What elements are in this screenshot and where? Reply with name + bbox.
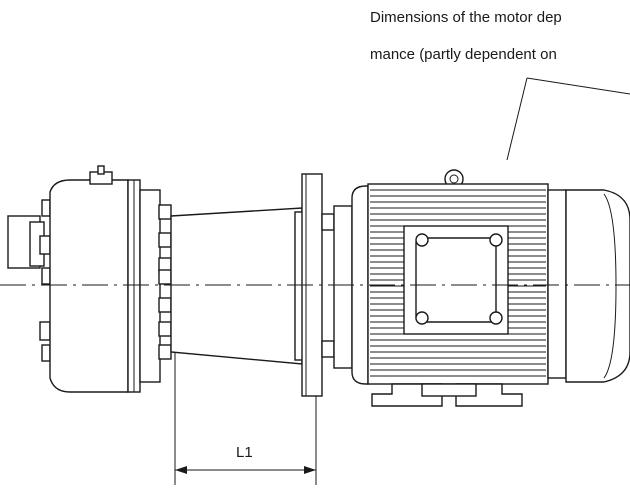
dimension-arrow-right (304, 466, 316, 474)
pump-casing (7, 165, 172, 393)
dimension-arrow-left (175, 466, 187, 474)
terminal-screw (489, 311, 503, 325)
dimension-l1 (174, 352, 317, 485)
dimension-l1-label: L1 (236, 444, 253, 461)
motor-dimension-note-line-1: Dimensions of the motor dep (370, 9, 562, 26)
fan-cover (565, 189, 630, 383)
terminal-screw (415, 311, 429, 325)
motor-dimension-note-line-2: mance (partly dependent on (370, 46, 557, 63)
note-leader-lines (506, 77, 630, 161)
motor (351, 169, 630, 407)
terminal-screw (415, 233, 429, 247)
lantern-adapter (170, 207, 304, 365)
volute-body (49, 179, 129, 393)
casing-bolts (158, 204, 172, 360)
terminal-screw (489, 233, 503, 247)
